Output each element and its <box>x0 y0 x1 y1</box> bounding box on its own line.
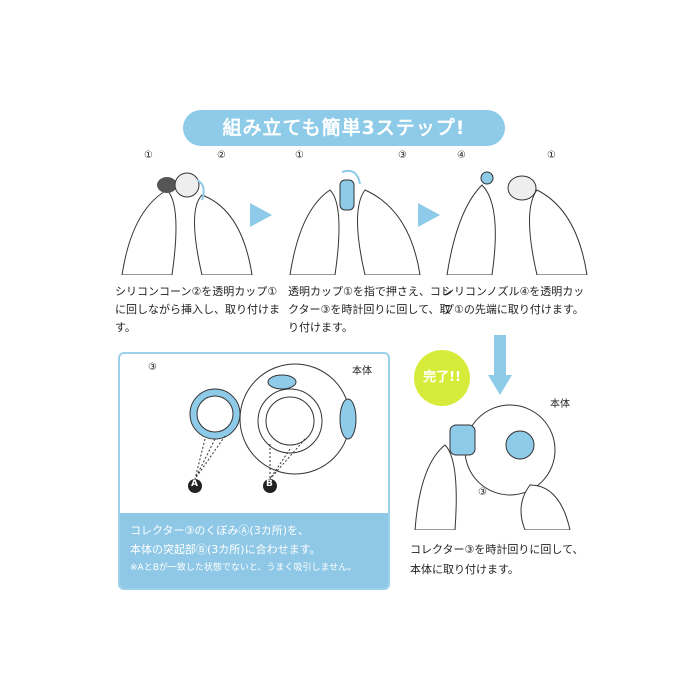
part-label: ① <box>144 150 153 161</box>
step1-text: シリコンコーン②を透明カップ①に回しながら挿入し、取り付けます。 <box>115 285 280 334</box>
instruction-line: 本体の突起部Ⓑ(3カ所)に合わせます。 <box>130 543 321 556</box>
part-label: ② <box>217 150 226 161</box>
instruction-line: コレクター③のくぼみⒶ(3カ所)を、 <box>130 524 310 537</box>
step2-illustration: ① ③ <box>280 150 430 276</box>
collector-label: ③ <box>148 362 157 373</box>
arrow-right-icon <box>250 203 272 227</box>
part-label: ① <box>547 150 556 161</box>
body-label: 本体 <box>550 399 570 410</box>
marker-b: B <box>266 479 273 489</box>
title-banner: 組み立ても簡単3ステップ! <box>183 110 505 146</box>
step1-illustration: ① ② <box>112 150 262 276</box>
arrow-down-icon <box>488 375 512 395</box>
final-text: コレクター③を時計回りに回して、本体に取り付けます。 <box>410 543 584 576</box>
step3-illustration: ④ ① <box>442 150 592 276</box>
alignment-detail-box: ③ 本体 A B コレクター③のくぼみⒶ(3カ所)を、 本体の突起部Ⓑ(3カ所)… <box>118 352 390 590</box>
part-label: ③ <box>398 150 407 161</box>
final-illustration: 本体 ③ <box>410 395 575 531</box>
complete-badge: 完了!! <box>414 350 470 406</box>
body-label: 本体 <box>352 366 372 377</box>
step2-text: 透明カップ①を指で押さえ、コレクター③を時計回りに回して、取り付けます。 <box>288 285 452 334</box>
alignment-instructions: コレクター③のくぼみⒶ(3カ所)を、 本体の突起部Ⓑ(3カ所)に合わせます。 ※… <box>120 513 388 588</box>
collector-label: ③ <box>478 487 487 498</box>
part-label: ④ <box>457 150 466 161</box>
warning-note: ※AとBが一致した状態でないと、うまく吸引しません。 <box>130 563 357 573</box>
step3-text: シリコンノズル④を透明カップ①の先端に取り付けます。 <box>443 285 585 316</box>
arrow-right-icon <box>418 203 440 227</box>
arrow-down-shaft <box>494 335 506 375</box>
part-label: ① <box>295 150 304 161</box>
marker-a: A <box>191 479 198 489</box>
